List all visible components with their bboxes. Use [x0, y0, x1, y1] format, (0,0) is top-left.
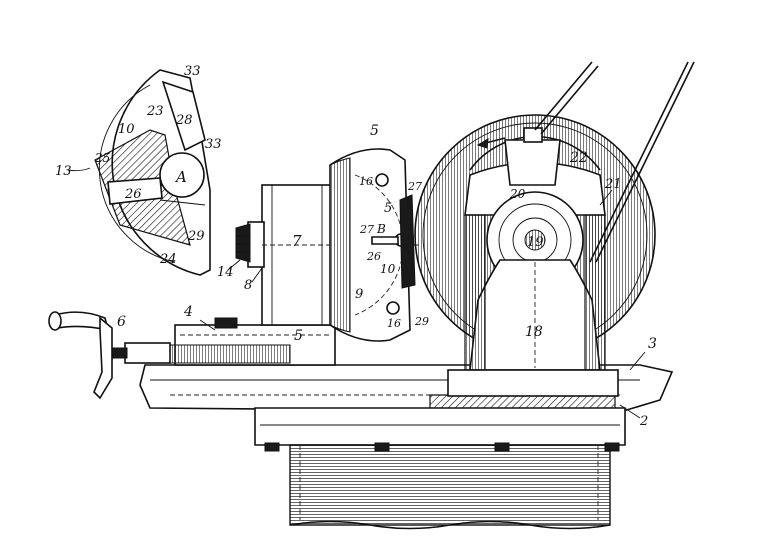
faceplate-rim	[329, 157, 351, 333]
pedestal-break-line	[289, 520, 611, 530]
bolt-head	[374, 442, 390, 452]
inset-blade-23	[161, 80, 206, 152]
label-27a: 27	[407, 180, 422, 193]
label-5b: 5	[384, 201, 392, 216]
bolt-head	[264, 442, 280, 452]
label-b: B	[376, 222, 386, 236]
head-housing-7	[261, 184, 333, 326]
label-16a: 16	[359, 175, 373, 188]
label-27b: 27	[359, 223, 374, 236]
bolt-head	[494, 442, 510, 452]
nut-flats	[236, 235, 250, 253]
label-10b: 10	[380, 262, 396, 276]
label-5c: 5	[294, 328, 303, 344]
label-21: 21	[604, 177, 622, 192]
label-18: 18	[525, 324, 543, 340]
work-head	[235, 184, 420, 326]
leader-lines	[67, 167, 646, 419]
pillar-base	[447, 369, 619, 397]
label-5a: 5	[370, 123, 379, 139]
label-6: 6	[117, 314, 126, 330]
handwheel-knob	[48, 311, 62, 331]
hub-spindle-19	[524, 229, 546, 251]
inset-guide-line	[159, 199, 206, 206]
label-19: 19	[527, 235, 544, 250]
inset-bar-26	[107, 177, 163, 205]
reference-labels: 33 33 23 28 10 13 25 A 26 29 24 5 16 27 …	[55, 64, 657, 429]
table-plate	[254, 407, 626, 446]
leader-8	[251, 267, 263, 283]
label-8: 8	[244, 278, 252, 293]
leader-4	[199, 319, 216, 331]
screw-end	[112, 347, 128, 359]
pillar-column-left	[464, 214, 486, 371]
bolt-head	[604, 442, 620, 452]
label-22: 22	[569, 150, 588, 166]
label-9: 9	[355, 287, 363, 302]
screw-16-top	[375, 173, 389, 187]
label-33b: 33	[205, 137, 222, 152]
rotation-arrow-head-icon	[476, 138, 489, 149]
label-28: 28	[175, 113, 193, 128]
head-nut-14	[235, 223, 251, 263]
inset-inner-arc	[98, 84, 176, 263]
label-29b: 29	[414, 315, 429, 328]
inset-workpiece-a	[159, 152, 205, 198]
feed-slide	[48, 311, 336, 400]
pedestal	[289, 444, 611, 526]
label-29a: 29	[187, 229, 205, 244]
dresser-cap	[523, 127, 543, 143]
belt-21	[589, 61, 689, 263]
label-7: 7	[292, 232, 302, 250]
feed-screw	[169, 344, 291, 364]
handwheel-arm	[93, 316, 113, 400]
dresser-rod	[534, 61, 593, 131]
label-a: A	[174, 168, 187, 186]
leader-14	[227, 259, 241, 271]
label-25: 25	[94, 151, 110, 165]
pillar-column-right	[584, 214, 606, 371]
dresser-housing-20	[504, 139, 561, 186]
belt-21-edge	[595, 61, 695, 263]
faceplate	[329, 148, 416, 342]
label-3: 3	[648, 336, 657, 352]
leader-21	[599, 189, 613, 206]
label-13: 13	[55, 164, 72, 179]
label-26b: 26	[366, 250, 381, 263]
label-2: 2	[639, 414, 648, 429]
label-4: 4	[183, 304, 193, 320]
detail-inset	[94, 69, 211, 276]
slide-nut	[214, 317, 238, 329]
leader-3	[629, 351, 646, 371]
label-10a: 10	[118, 122, 135, 137]
screw-16-bottom	[386, 301, 400, 315]
label-16b: 16	[387, 317, 401, 330]
dresser-rod-edge	[540, 65, 599, 135]
screw-collar	[124, 342, 171, 364]
label-33a: 33	[184, 64, 201, 79]
leader-2	[619, 404, 641, 419]
label-23: 23	[146, 104, 164, 119]
label-20: 20	[509, 187, 526, 201]
machine-base	[139, 364, 674, 530]
label-24: 24	[159, 252, 177, 267]
fixture-bar-26	[371, 236, 399, 245]
head-housing-lines	[271, 185, 323, 325]
fixture-clamp	[399, 194, 416, 289]
leader-13	[67, 167, 91, 172]
label-26: 26	[124, 187, 142, 202]
wheel-pillar	[447, 214, 619, 397]
